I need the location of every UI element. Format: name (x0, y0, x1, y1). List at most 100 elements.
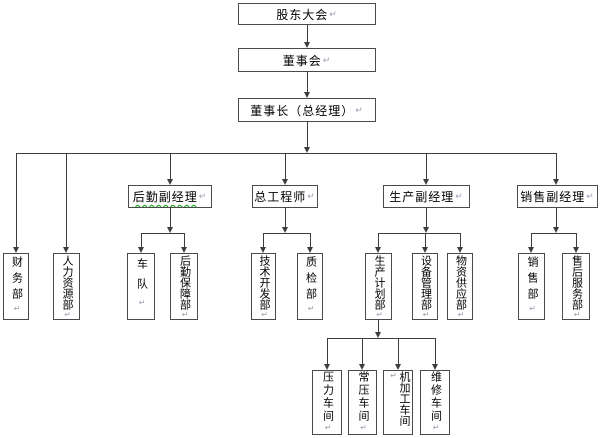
paragraph-return-mark: ↵ (586, 191, 595, 201)
paragraph-return-mark: ↵ (359, 423, 368, 434)
connector-arrowhead (423, 179, 429, 185)
connector-line (141, 233, 185, 234)
connector-arrowhead (375, 332, 381, 338)
vertical-text: 质检部↵ (305, 256, 317, 318)
paragraph-return-mark: ↵ (260, 309, 269, 319)
vertical-text: 销售部↵ (526, 255, 538, 318)
connector-line (378, 233, 379, 248)
node-after-sales-service-dept: 售后服务部↵ (562, 253, 590, 320)
connector-line (435, 338, 436, 365)
paragraph-return-mark: ↵ (307, 191, 316, 201)
node-machining-workshop: 机加工车间↵ (383, 370, 413, 435)
connector-line (307, 122, 308, 147)
node-label: 生产计划部 (373, 254, 385, 310)
connector-arrowhead (553, 227, 559, 233)
paragraph-return-mark: ↵ (180, 309, 190, 319)
node-material-supply-dept: 物资供应部↵ (447, 253, 473, 320)
connector-arrowhead (13, 247, 19, 253)
paragraph-return-mark: ↵ (198, 191, 208, 201)
node-label: 董事长（总经理） (250, 103, 355, 118)
node-label: 常压车间 (357, 371, 369, 423)
connector-arrowhead (304, 42, 310, 48)
vertical-text: 设备管理部↵ (419, 254, 432, 319)
connector-line (170, 208, 171, 228)
node-label: 销售部 (526, 255, 538, 304)
node-label: 技术开发部 (258, 254, 270, 310)
paragraph-return-mark: ↵ (389, 371, 398, 380)
connector-arrowhead (553, 179, 559, 185)
connector-arrowhead (528, 247, 534, 253)
connector-arrowhead (167, 227, 173, 233)
vertical-text: 车队↵ (135, 257, 148, 316)
connector-line (426, 153, 427, 180)
node-production-planning-dept: 生产计划部↵ (365, 253, 392, 320)
connector-line (378, 233, 461, 234)
node-label: 生产副经理 (389, 190, 455, 204)
node-logistics-support-dept: 后勤保障部↵ (170, 253, 198, 320)
connector-line (307, 25, 308, 42)
paragraph-return-mark: ↵ (421, 309, 431, 319)
connector-line (398, 338, 399, 365)
connector-line (16, 153, 557, 154)
node-chairman-general-manager: 董事长（总经理）↵ (238, 98, 376, 122)
connector-line (310, 233, 311, 248)
vertical-text: 维修车间↵ (430, 371, 442, 434)
paragraph-return-mark: ↵ (322, 54, 332, 65)
connector-arrowhead (282, 179, 288, 185)
node-label: 财务部 (10, 255, 23, 304)
connector-line (170, 153, 171, 180)
connector-arrowhead (324, 364, 330, 370)
node-label: 售后服务部 (570, 254, 583, 310)
connector-arrowhead (304, 147, 310, 153)
connector-arrowhead (359, 364, 365, 370)
node-board-of-directors: 董事会↵ (238, 48, 376, 72)
paragraph-return-mark: ↵ (431, 423, 441, 434)
connector-line (327, 338, 328, 365)
node-production-deputy-manager: 生产副经理↵ (383, 185, 470, 208)
connector-line (556, 153, 557, 180)
connector-line (263, 233, 311, 234)
node-equipment-management-dept: 设备管理部↵ (412, 253, 438, 320)
connector-arrowhead (422, 247, 428, 253)
connector-line (285, 153, 286, 180)
connector-arrowhead (307, 247, 313, 253)
node-sales-deputy-manager: 销售副经理↵ (517, 185, 598, 208)
node-finance-dept: 财务部↵ (3, 253, 29, 320)
node-quality-inspection-dept: 质检部↵ (297, 253, 323, 320)
node-maintenance-workshop: 维修车间↵ (420, 370, 450, 435)
connector-arrowhead (457, 247, 463, 253)
paragraph-return-mark: ↵ (323, 423, 333, 434)
connector-line (426, 208, 427, 228)
connector-arrowhead (304, 92, 310, 98)
vertical-text: 财务部↵ (10, 255, 23, 318)
connector-arrowhead (423, 227, 429, 233)
connector-arrowhead (181, 247, 187, 253)
vertical-text: 技术开发部↵ (258, 254, 270, 319)
paragraph-return-mark: ↵ (375, 309, 384, 319)
connector-line (263, 233, 264, 248)
connector-line (327, 338, 436, 339)
connector-arrowhead (138, 247, 144, 253)
node-technology-development-dept: 技术开发部↵ (251, 253, 276, 320)
connector-line (531, 233, 532, 248)
connector-arrowhead (375, 247, 381, 253)
paragraph-return-mark: ↵ (12, 303, 22, 318)
node-label: 车队 (135, 257, 148, 298)
node-label: 销售副经理 (520, 190, 586, 204)
vertical-text: 售后服务部↵ (570, 254, 583, 319)
paragraph-return-mark: ↵ (456, 309, 466, 319)
connector-line (66, 153, 67, 248)
node-logistics-deputy-manager: 后勤副经理↵ (128, 185, 212, 208)
connector-arrowhead (573, 247, 579, 253)
node-label: 设备管理部 (419, 254, 432, 310)
node-chief-engineer: 总工程师↵ (252, 185, 318, 208)
node-label: 物资供应部 (454, 254, 467, 310)
node-label: 董事会 (282, 53, 322, 68)
connector-line (531, 233, 576, 234)
connector-arrowhead (282, 227, 288, 233)
connector-line (362, 338, 363, 365)
node-label: 后勤副经理 (132, 190, 198, 204)
paragraph-return-mark: ↵ (63, 309, 72, 319)
node-label: 压力车间 (321, 371, 334, 423)
vertical-text: 后勤保障部↵ (179, 255, 191, 319)
